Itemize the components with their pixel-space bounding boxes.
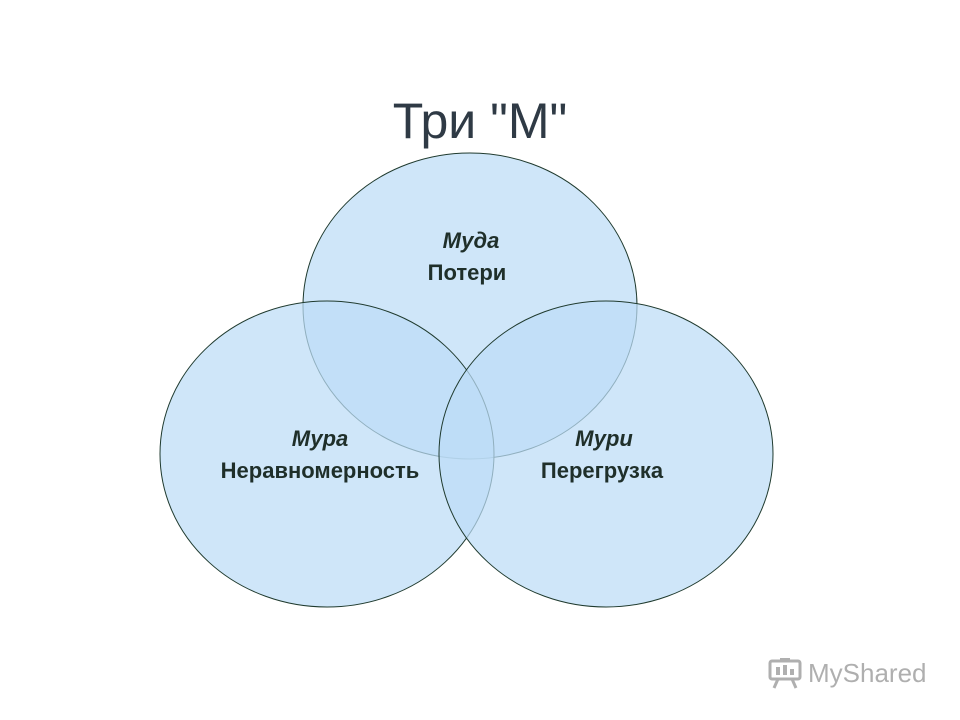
label-mura-subtitle: Неравномерность [221,458,420,483]
label-muda-subtitle: Потери [428,260,507,285]
label-muda-title: Муда [443,228,500,253]
label-muri-subtitle: Перегрузка [541,458,664,483]
slide-title: Три "М" [392,93,568,149]
presentation-board-icon [768,658,802,689]
watermark: MyShared [768,657,927,689]
label-mura-title: Мура [292,426,349,451]
circle-muri [438,300,774,608]
watermark-logo-text: MyShared [808,657,927,688]
label-muri-title: Мури [575,426,633,451]
